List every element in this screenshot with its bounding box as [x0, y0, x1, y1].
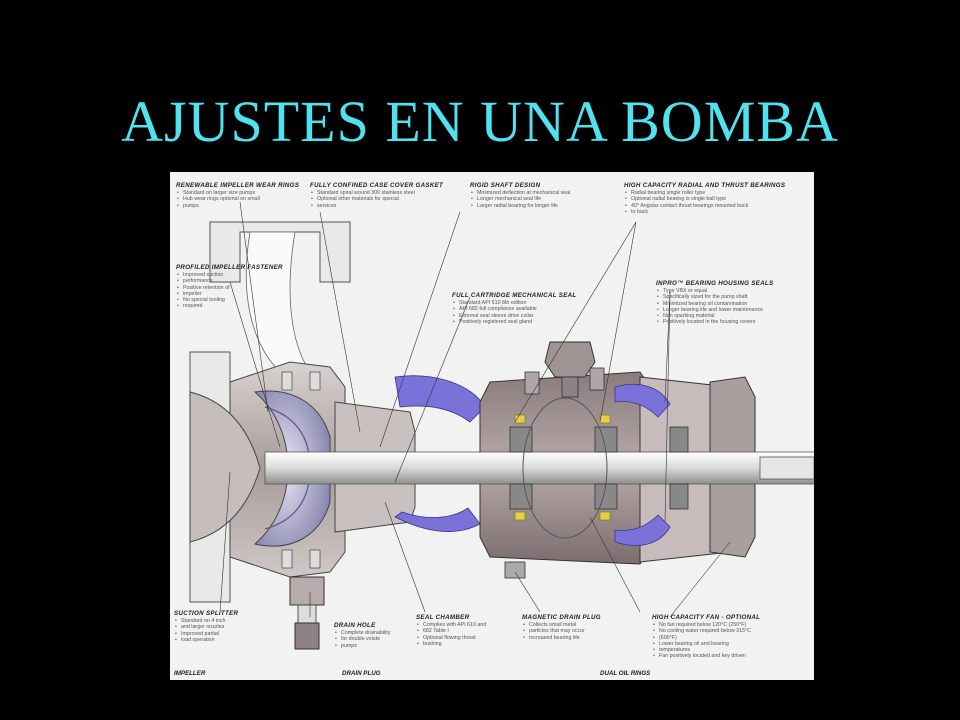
callout-item: Complies with API 610 and — [417, 622, 486, 629]
callout-title: Profiled Impeller Fastener — [176, 264, 283, 271]
callout-item: Positively registered seal gland — [453, 319, 577, 326]
tag-drain-plug: Drain Plug — [342, 670, 381, 677]
callout-item: Standard spiral wound 300 stainless stee… — [311, 190, 443, 197]
callout-item: Longer bearing life and lower maintenanc… — [657, 307, 773, 314]
callout-item: Minimized deflection at mechanical seal — [471, 190, 570, 197]
callout-housing-seals: INPRO™ Bearing Housing Seals Type VBX or… — [656, 280, 773, 326]
callout-item: Longer mechanical seal life — [471, 196, 570, 203]
callout-item: 682 Table I — [417, 628, 486, 635]
callout-item: Improved suction — [177, 272, 283, 279]
callout-item: and larger nozzles — [175, 624, 238, 631]
callout-title: Suction Splitter — [174, 610, 239, 617]
callout-title: Renewable Impeller Wear Rings — [176, 182, 300, 189]
callout-title: Magnetic Drain Plug — [522, 614, 601, 621]
tag-oil-rings: Dual Oil Rings — [600, 670, 651, 677]
callout-item: (600°F) — [653, 635, 760, 642]
callout-item: Positively located in the housing covers — [657, 319, 773, 326]
callout-item: bushing — [417, 641, 486, 648]
callout-item: No special tooling — [177, 297, 283, 304]
callout-magnetic-drain: Magnetic Drain Plug Collects small metal… — [522, 614, 601, 641]
callout-item: Hub wear rings optional on small — [177, 196, 299, 203]
callout-item: External seal sleeve drive collar — [453, 313, 577, 320]
callout-item: Fan positively located and key driven — [653, 653, 760, 660]
callout-title: Drain Hole — [334, 622, 376, 629]
callout-title: Rigid Shaft Design — [470, 182, 541, 189]
callout-title: INPRO™ Bearing Housing Seals — [656, 280, 774, 287]
callout-item: Optional radial bearing is single ball t… — [625, 196, 785, 203]
callout-wear-rings: Renewable Impeller Wear Rings Standard o… — [176, 182, 299, 209]
tag-impeller: Impeller — [174, 670, 206, 677]
callout-suction-splitter: Suction Splitter Standard on 4 inch and … — [174, 610, 238, 643]
callout-title: Seal Chamber — [416, 614, 470, 621]
callout-item: services — [311, 203, 443, 210]
callout-title: High Capacity Radial and Thrust Bearings — [624, 182, 786, 189]
callout-fan: High Capacity Fan - Optional No fan requ… — [652, 614, 760, 660]
callout-impeller-fastener: Profiled Impeller Fastener Improved suct… — [176, 264, 283, 310]
callout-item: performance — [177, 278, 283, 285]
callout-item: particles that may occur — [523, 628, 601, 635]
callout-seal-chamber: Seal Chamber Complies with API 610 and 6… — [416, 614, 486, 647]
callout-item: load operation — [175, 637, 238, 644]
pump-diagram: Renewable Impeller Wear Rings Standard o… — [170, 172, 814, 680]
callout-drain-hole: Drain Hole Complete drainability for dou… — [334, 622, 390, 649]
callout-item: 40° Angular contact thrust bearings moun… — [625, 203, 785, 210]
callout-item: pumps — [177, 203, 299, 210]
callout-title: High Capacity Fan - Optional — [652, 614, 761, 621]
callout-item: API 682 full compliance available — [453, 306, 577, 313]
callout-item: impeller — [177, 291, 283, 298]
callout-item: Lower bearing oil and bearing — [653, 641, 760, 648]
callout-item: Standard API 610 8th edition — [453, 300, 577, 307]
callout-item: Increased bearing life — [523, 635, 601, 642]
callout-item: temperatures — [653, 647, 760, 654]
callout-item: Larger radial bearing for longer life — [471, 203, 570, 210]
callout-item: to back — [625, 209, 785, 216]
callout-item: Complete drainability — [335, 630, 391, 637]
callout-item: No cooling water required below 315°C — [653, 628, 760, 635]
callout-item: Specifically sized for the pump shaft — [657, 294, 773, 301]
callout-item: Radial bearing single roller type — [625, 190, 785, 197]
callout-item: Optional other materials for special — [311, 196, 443, 203]
callout-item: Standard on larger size pumps — [177, 190, 299, 197]
callout-item: Optional flowing throat — [417, 635, 486, 642]
callout-bearings: High Capacity Radial and Thrust Bearings… — [624, 182, 785, 215]
callout-item: Positive retention of — [177, 285, 283, 292]
callout-item: No fan required below 120°C (250°F) — [653, 622, 760, 629]
callout-item: Minimized bearing oil contamination — [657, 301, 773, 308]
slide-title: AJUSTES EN UNA BOMBA — [121, 89, 839, 154]
callout-mechanical-seal: Full Cartridge Mechanical Seal Standard … — [452, 292, 577, 325]
callout-item: Non sparking material — [657, 313, 773, 320]
pump-cross-section — [189, 201, 814, 650]
callout-case-cover-gasket: Fully Confined Case Cover Gasket Standar… — [310, 182, 443, 209]
callout-rigid-shaft: Rigid Shaft Design Minimized deflection … — [470, 182, 570, 209]
callout-item: Improved partial — [175, 631, 238, 638]
callout-item: Standard on 4 inch — [175, 618, 238, 625]
callout-item: Type VBX or equal — [657, 288, 773, 295]
callout-item: required — [177, 303, 283, 310]
callout-title: Fully Confined Case Cover Gasket — [310, 182, 444, 189]
callout-item: pumps — [335, 643, 390, 650]
callout-title: Full Cartridge Mechanical Seal — [452, 292, 577, 299]
callout-item: for double volute — [335, 636, 390, 643]
callout-item: Collects small metal — [523, 622, 601, 629]
